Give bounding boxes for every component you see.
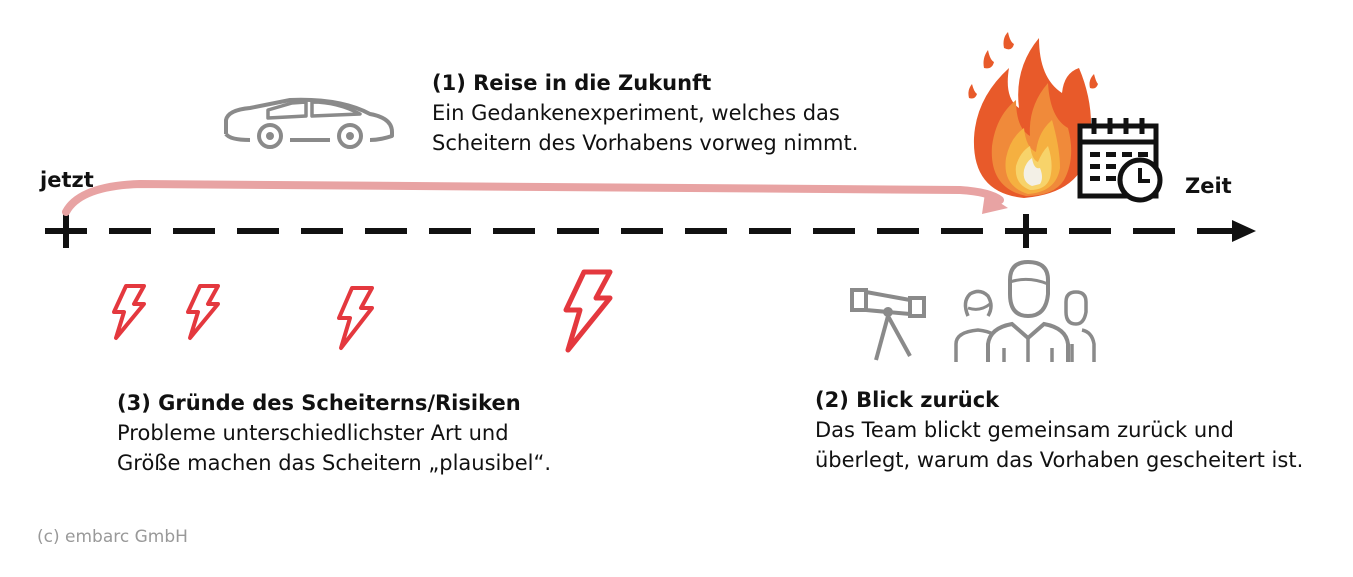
timeline-arrowhead xyxy=(1232,220,1256,242)
step2-line-2: überlegt, warum das Vorhaben gescheitert… xyxy=(815,448,1304,472)
lightning-icon xyxy=(337,286,374,350)
timeline-end-label: Zeit xyxy=(1185,174,1232,198)
step2-title: (2) Blick zurück xyxy=(815,388,1000,412)
fire-icon xyxy=(968,32,1098,198)
step2-line-1: Das Team blickt gemeinsam zurück und xyxy=(815,418,1234,442)
lightning-icon xyxy=(186,284,220,340)
calendar-clock-icon xyxy=(1077,118,1163,203)
timeline-start-label: jetzt xyxy=(40,168,94,192)
step3-title: (3) Gründe des Scheiterns/Risiken xyxy=(117,391,521,415)
team-icon xyxy=(954,259,1096,362)
step1-line-1: Ein Gedankenexperiment, welches das xyxy=(432,101,840,125)
step1-line-2: Scheitern des Vorhabens vorweg nimmt. xyxy=(432,131,859,155)
time-travel-arrow xyxy=(62,179,1004,216)
lightning-icon xyxy=(112,284,146,340)
step3-line-1: Probleme unterschiedlichster Art und xyxy=(117,421,509,445)
car-icon xyxy=(224,97,394,149)
step3-line-2: Größe machen das Scheitern „plausibel“. xyxy=(117,451,551,475)
step2-block: (2) Blick zurück Das Team blickt gemeins… xyxy=(815,385,1303,475)
lightning-icon xyxy=(563,269,613,353)
step1-title: (1) Reise in die Zukunft xyxy=(432,71,712,95)
time-travel-arrowhead xyxy=(982,193,1008,214)
step3-block: (3) Gründe des Scheiterns/Risiken Proble… xyxy=(117,388,551,478)
telescope-icon xyxy=(850,288,926,361)
copyright: (c) embarc GmbH xyxy=(37,527,188,547)
step1-block: (1) Reise in die Zukunft Ein Gedankenexp… xyxy=(432,68,858,158)
